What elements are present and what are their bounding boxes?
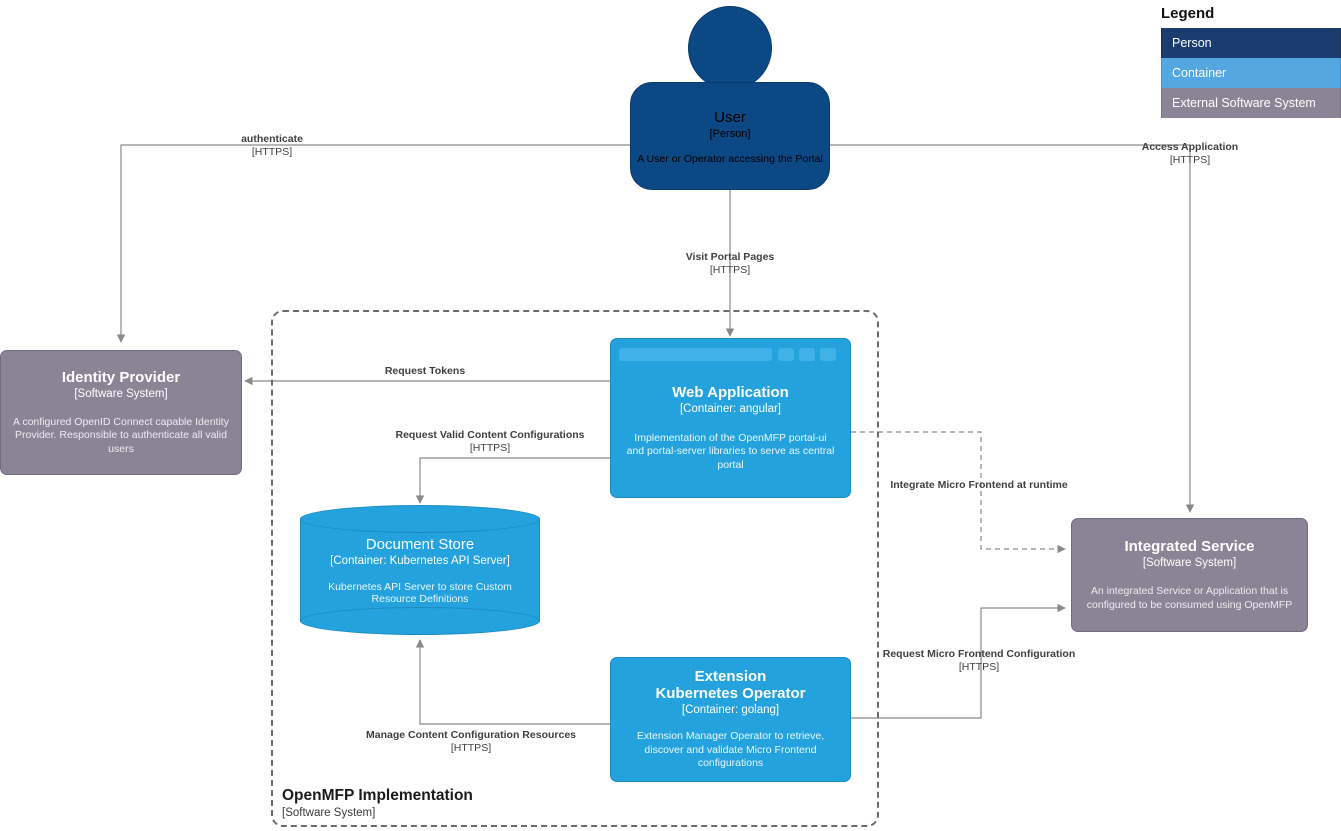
browser-dot-1 — [778, 348, 794, 361]
edge-label-request-valid-content-configurations-tech: [HTTPS] — [469, 442, 511, 455]
boundary-label: OpenMFP Implementation [Software System] — [282, 787, 582, 819]
browser-dot-2 — [799, 348, 815, 361]
node-integrated-service[interactable]: Integrated Service [Software System] An … — [1071, 518, 1308, 632]
node-user[interactable]: User [Person] A User or Operator accessi… — [630, 6, 830, 190]
node-document-store[interactable]: Document Store [Container: Kubernetes AP… — [300, 505, 540, 635]
extension-operator-type: [Container: golang] — [681, 704, 780, 717]
browser-dot-3 — [820, 348, 836, 361]
document-store-title: Document Store — [365, 535, 475, 553]
edge-label-request-valid-content-configurations: Request Valid Content Configurations [HT… — [370, 429, 610, 455]
web-application-type: [Container: angular] — [679, 402, 781, 415]
document-store-cylinder-top — [300, 505, 540, 533]
edge-label-request-micro-frontend-configuration-text: Request Micro Frontend Configuration — [882, 648, 1076, 660]
node-identity-provider[interactable]: Identity Provider [Software System] A co… — [0, 350, 242, 475]
boundary-type: [Software System] — [282, 807, 376, 819]
browser-chrome — [617, 345, 844, 365]
edge-label-authenticate: authenticate [HTTPS] — [197, 133, 347, 159]
web-application-title: Web Application — [672, 383, 789, 401]
document-store-content: Document Store [Container: Kubernetes AP… — [300, 505, 540, 635]
edge-label-visit-portal-pages: Visit Portal Pages [HTTPS] — [655, 251, 805, 277]
extension-operator-title-line1: Extension — [694, 667, 767, 685]
edge-label-request-micro-frontend-configuration-tech: [HTTPS] — [958, 661, 1000, 674]
document-store-description: Kubernetes API Server to store Custom Re… — [328, 580, 512, 605]
legend-item-container-label: Container — [1172, 66, 1227, 80]
identity-provider-title: Identity Provider — [61, 368, 181, 386]
legend-title: Legend — [1161, 5, 1215, 22]
edge-label-request-micro-frontend-configuration: Request Micro Frontend Configuration [HT… — [878, 648, 1080, 674]
user-description: A User or Operator accessing the Portal — [637, 153, 823, 165]
identity-provider-description: A configured OpenID Connect capable Iden… — [13, 415, 229, 455]
legend-item-person: Person — [1161, 28, 1341, 58]
web-application-content: Web Application [Container: angular] Imp… — [617, 368, 844, 488]
browser-address-bar — [619, 348, 772, 361]
user-head-shape — [688, 6, 772, 90]
edge-label-authenticate-tech: [HTTPS] — [251, 146, 293, 159]
edge-label-access-application: Access Application [HTTPS] — [1110, 141, 1270, 167]
extension-operator-title-line2: Kubernetes Operator — [655, 685, 806, 703]
legend-item-container: Container — [1161, 58, 1341, 88]
legend-item-external-software-system-label: External Software System — [1172, 96, 1316, 110]
edge-access-application — [830, 144, 1195, 513]
boundary-name: OpenMFP Implementation — [282, 787, 473, 804]
user-title: User — [714, 109, 746, 126]
edge-label-access-application-tech: [HTTPS] — [1169, 154, 1211, 167]
integrated-service-title: Integrated Service — [1124, 537, 1255, 555]
openmfp-implementation-boundary — [271, 310, 879, 827]
extension-operator-description: Extension Manager Operator to retrieve, … — [636, 730, 825, 770]
legend: Legend Person Container External Softwar… — [1161, 5, 1341, 118]
user-type: [Person] — [709, 128, 751, 140]
edge-label-access-application-text: Access Application — [1141, 141, 1239, 153]
user-body-shape: User [Person] A User or Operator accessi… — [630, 82, 830, 190]
document-store-cylinder-bottom — [300, 607, 540, 635]
edge-label-manage-content-configuration-resources-text: Manage Content Configuration Resources — [365, 729, 576, 741]
edge-label-request-tokens: Request Tokens — [350, 365, 500, 378]
node-extension-kubernetes-operator[interactable]: Extension Kubernetes Operator [Container… — [610, 657, 851, 782]
integrated-service-type: [Software System] — [1142, 557, 1237, 570]
legend-item-external-software-system: External Software System — [1161, 88, 1341, 118]
edge-label-integrate-micro-frontend: Integrate Micro Frontend at runtime — [878, 479, 1080, 492]
edge-label-request-tokens-text: Request Tokens — [384, 365, 466, 377]
document-store-type: [Container: Kubernetes API Server] — [330, 554, 510, 567]
edge-label-manage-content-configuration-resources: Manage Content Configuration Resources [… — [351, 729, 591, 755]
edge-label-integrate-micro-frontend-text: Integrate Micro Frontend at runtime — [890, 479, 1068, 491]
edge-label-visit-portal-pages-text: Visit Portal Pages — [685, 251, 775, 263]
edge-label-request-valid-content-configurations-text: Request Valid Content Configurations — [395, 429, 585, 441]
document-store-cylinder-body — [300, 519, 540, 621]
legend-item-person-label: Person — [1172, 36, 1212, 50]
node-web-application[interactable]: Web Application [Container: angular] Imp… — [610, 338, 851, 498]
edge-label-manage-content-configuration-resources-tech: [HTTPS] — [450, 742, 492, 755]
web-application-description: Implementation of the OpenMFP portal-ui … — [626, 431, 835, 471]
edge-label-visit-portal-pages-tech: [HTTPS] — [709, 264, 751, 277]
identity-provider-type: [Software System] — [74, 387, 168, 400]
edge-label-authenticate-text: authenticate — [241, 133, 303, 145]
integrated-service-description: An integrated Service or Application tha… — [1086, 584, 1293, 611]
